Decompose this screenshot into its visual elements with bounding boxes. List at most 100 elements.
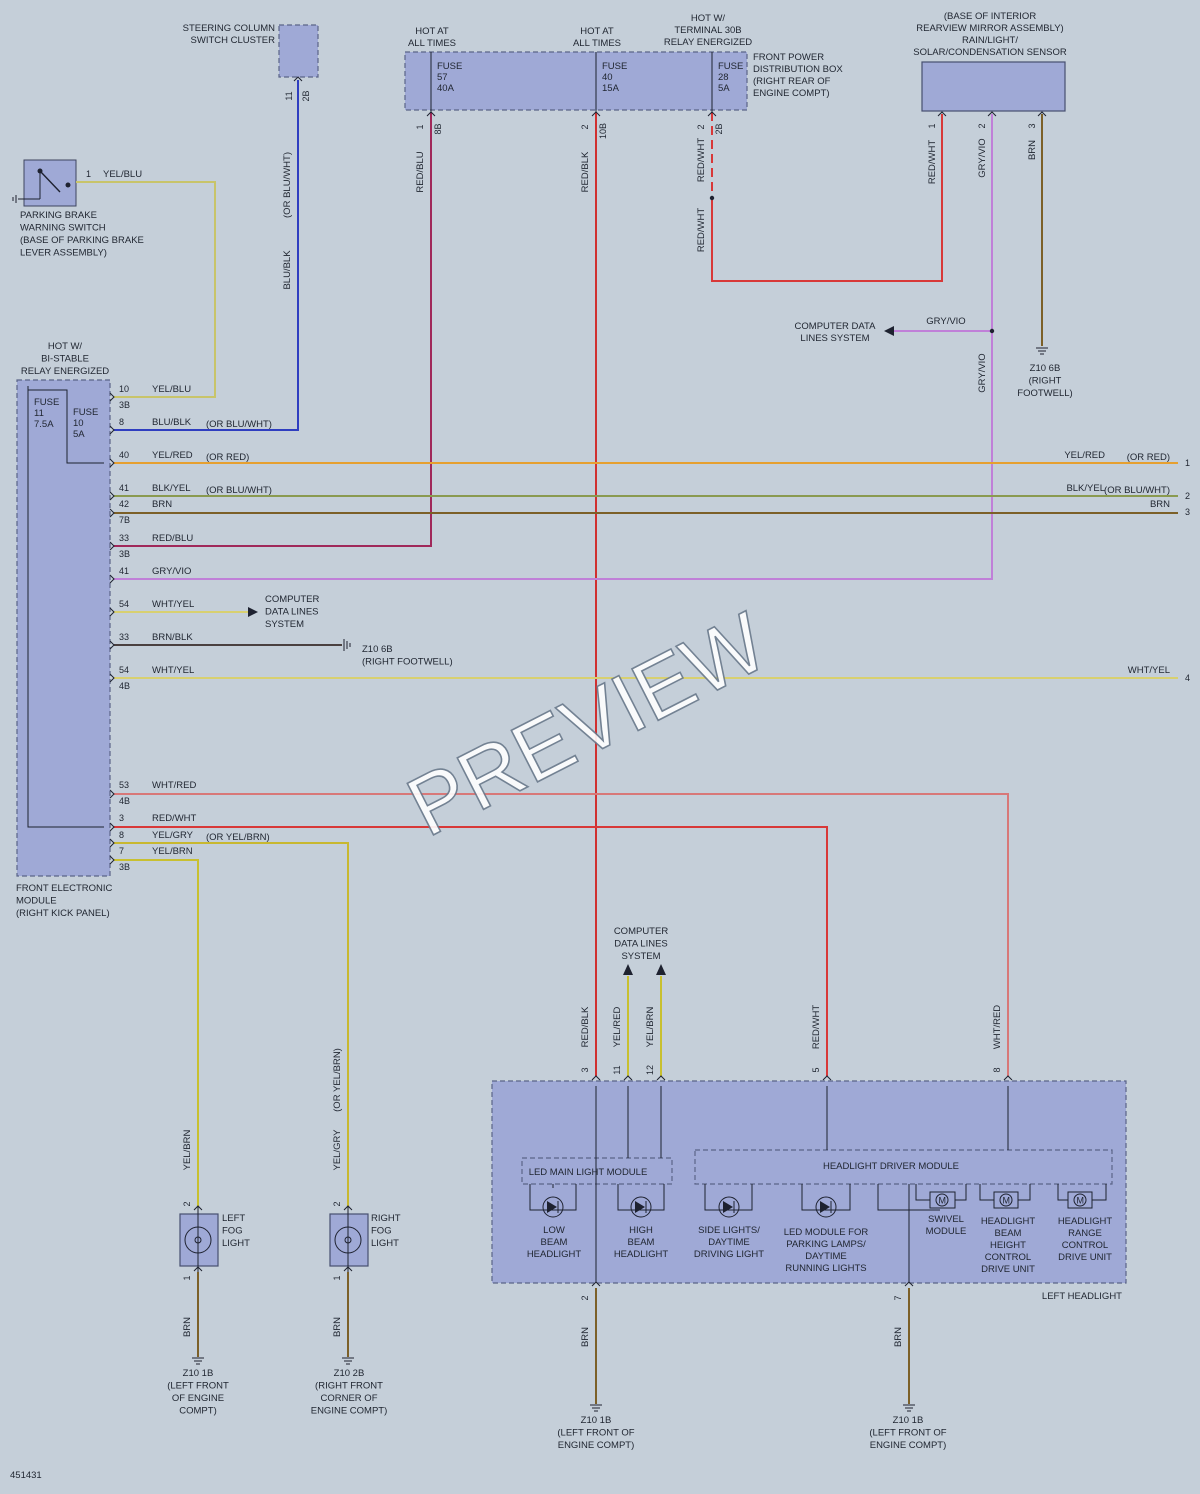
splice-red-wht <box>709 195 715 201</box>
fem-row-6-pin: 41 <box>119 566 129 576</box>
wire-label-rfog-or: (OR YEL/BRN) <box>332 1048 343 1112</box>
wire-label-lh-yel-brn: YEL/BRN <box>645 1007 656 1048</box>
range-control-motor-icon: M <box>1067 1191 1093 1209</box>
fem-row-13-label: YEL/BRN <box>152 846 193 857</box>
steering-column-switch-cluster-box <box>278 24 319 78</box>
fem-label-line-1: MODULE <box>16 896 57 907</box>
high-beam-lamp-icon <box>630 1196 652 1218</box>
ground-icon-lfog <box>192 1357 204 1365</box>
mirror-connector-chevron-2 <box>1037 111 1047 117</box>
fem-row-13-conn: 3B <box>119 862 130 872</box>
wire-label-brn-h7: BRN <box>893 1327 904 1347</box>
continuation-1-ref: 2 <box>1185 491 1190 501</box>
rfog-top-chevron <box>343 1205 353 1211</box>
lh-top-connector-chevron-3 <box>822 1075 832 1081</box>
fpdb-label-line-1: DISTRIBUTION BOX <box>753 64 843 75</box>
low-beam-lamp-icon <box>542 1196 564 1218</box>
lh-bot-pin-1: 7 <box>893 1295 903 1300</box>
lh-top-pin-2: 12 <box>645 1065 655 1075</box>
hot3-label-line-2: RELAY ENERGIZED <box>664 37 752 48</box>
led-park-label-line-3: RUNNING LIGHTS <box>785 1263 866 1274</box>
lfog-label-line-2: LIGHT <box>222 1238 250 1249</box>
wire-label-red-wht-2: RED/WHT <box>696 208 707 253</box>
wire-blu-blk-steering <box>114 80 299 431</box>
rain-light-sensor-box <box>921 61 1066 112</box>
fuse40-label-line-0: FUSE <box>602 61 627 72</box>
left-fog-bulb-icon <box>184 1226 212 1254</box>
led-park-label-line-2: DAYTIME <box>805 1251 847 1262</box>
hot1-label-line-0: HOT AT <box>415 26 449 37</box>
fem-connector-chevron-9 <box>109 673 115 683</box>
fuse11-label-line-0: FUSE <box>34 397 59 408</box>
high-beam-label-line-2: HEADLIGHT <box>614 1249 669 1260</box>
fem-row-5-pin: 33 <box>119 533 129 543</box>
fem-row-12-label: YEL/GRY <box>152 830 194 841</box>
fem-connector-chevron-0 <box>109 392 115 402</box>
fem-row-3-label: BLK/YEL <box>152 483 191 494</box>
rfog-bot-chevron <box>343 1266 353 1272</box>
continuation-3-ref: 4 <box>1185 673 1190 683</box>
range-control-label-line-3: DRIVE UNIT <box>1058 1252 1112 1263</box>
lh-top-connector-chevron-0 <box>591 1075 601 1081</box>
continuation-3-label: WHT/YEL <box>1128 665 1170 676</box>
fpdb-pin-3: 10B <box>598 123 608 139</box>
fuse11-label-line-1: 11 <box>34 408 44 419</box>
ground-right-label-line-2: FOOTWELL) <box>1017 388 1072 399</box>
fem-row-9-pin: 54 <box>119 665 129 675</box>
side-light-label-line-2: DRIVING LIGHT <box>694 1249 764 1260</box>
range-control-label-line-1: RANGE <box>1068 1228 1102 1239</box>
hot2-label-line-0: HOT AT <box>580 26 614 37</box>
high-beam-label-line-0: HIGH <box>629 1225 653 1236</box>
fem-row-10-pin: 53 <box>119 780 129 790</box>
led-main-light-module-box <box>521 1157 673 1185</box>
fuse40-label-line-2: 15A <box>602 83 620 94</box>
wire-label-yel-blu-parking: YEL/BLU <box>103 169 142 180</box>
ground-h7-label-line-0: Z10 1B <box>893 1415 924 1426</box>
mirror-label-line-0: (BASE OF INTERIOR <box>944 11 1037 22</box>
range-control-label-line-0: HEADLIGHT <box>1058 1216 1113 1227</box>
continuation-1-note: (OR BLU/WHT) <box>1104 485 1170 496</box>
fem-row-4-conn: 7B <box>119 515 130 525</box>
fpdb-pin-5: 2B <box>714 123 724 134</box>
steering-pin: 11 <box>284 91 294 100</box>
fpdb-label-line-3: ENGINE COMPT) <box>753 88 830 99</box>
hot1-label-line-1: ALL TIMES <box>408 38 456 49</box>
fem-row-2-note: (OR RED) <box>206 452 249 463</box>
ground-lfog-label-line-0: Z10 1B <box>183 1368 214 1379</box>
rfog-pin-2: 2 <box>332 1201 342 1206</box>
fem-row-5-label: RED/BLU <box>152 533 193 544</box>
parking-brake-switch-icon <box>12 159 77 207</box>
range-control-label-line-2: CONTROL <box>1062 1240 1108 1251</box>
fem-label-line-0: FRONT ELECTRONIC <box>16 883 113 894</box>
wire-red-wht-fem <box>114 826 828 1076</box>
wire-label-lh-red-blk: RED/BLK <box>580 1006 591 1047</box>
swivel-motor-icon: M <box>929 1191 956 1209</box>
cdl-mid-label-line-1: DATA LINES <box>265 607 319 618</box>
wire-label-lh-yel-red: YEL/RED <box>612 1007 623 1048</box>
ground-mid-label-line-0: Z10 6B <box>362 644 393 655</box>
mirror-pin-1: 2 <box>977 123 987 128</box>
fem-row-4-pin: 42 <box>119 499 129 509</box>
ground-right-label-line-1: (RIGHT <box>1029 376 1062 387</box>
parking-pin: 1 <box>86 169 91 179</box>
lfog-bot-chevron <box>193 1266 203 1272</box>
beam-height-label-line-3: CONTROL <box>985 1252 1031 1263</box>
low-beam-label-line-0: LOW <box>543 1225 565 1236</box>
wire-label-red-blu: RED/BLU <box>415 151 426 192</box>
fpdb-pin-1: 8B <box>433 123 443 134</box>
fem-hot-label-line-0: HOT W/ <box>48 341 82 352</box>
fem-connector-chevron-6 <box>109 574 115 584</box>
fem-row-0-label: YEL/BLU <box>152 384 191 395</box>
arrow-cdl-bot-1 <box>623 964 633 975</box>
arrow-cdl-top <box>884 326 894 336</box>
fem-row-0-pin: 10 <box>119 384 129 394</box>
led-main-label: LED MAIN LIGHT MODULE <box>529 1167 648 1178</box>
lfog-label-line-0: LEFT <box>222 1213 245 1224</box>
ground-lfog-label-line-1: (LEFT FRONT <box>167 1381 229 1392</box>
fem-row-12-note: (OR YEL/BRN) <box>206 832 270 843</box>
wire-label-lh-red-wht: RED/WHT <box>811 1005 822 1050</box>
fem-row-5-conn: 3B <box>119 549 130 559</box>
fem-row-1-label: BLU/BLK <box>152 417 192 428</box>
internal-leads <box>27 52 1107 1282</box>
splice-gry-vio <box>989 328 995 334</box>
